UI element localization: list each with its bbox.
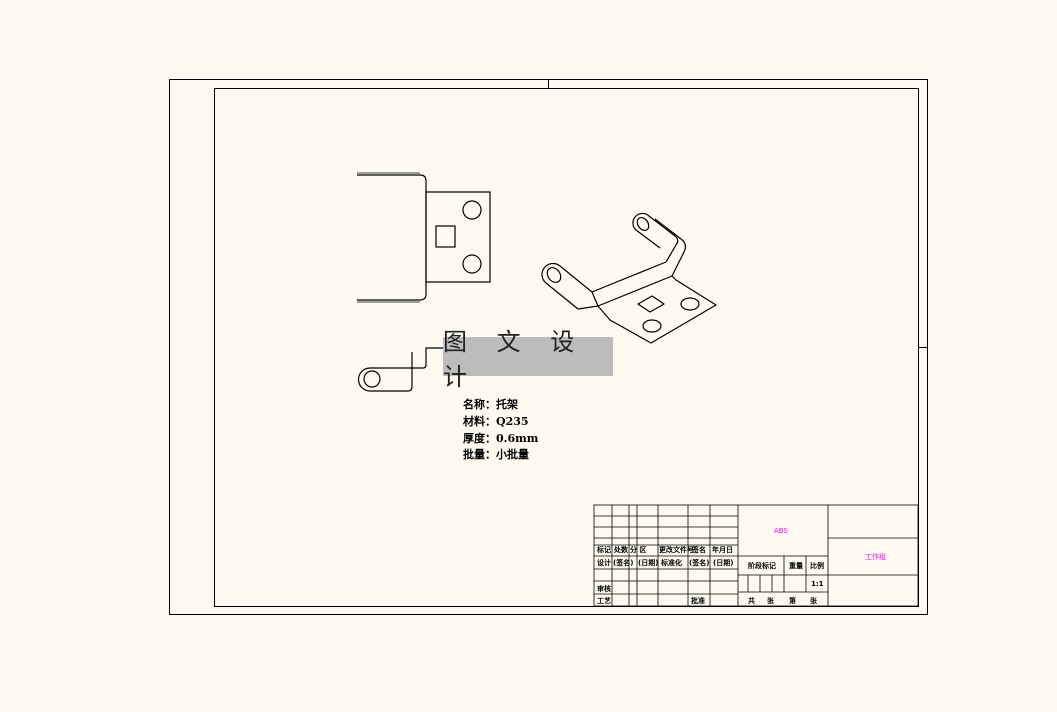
tb-standard-date: (日期): [713, 558, 733, 567]
tb-standard-sign: (签名): [689, 558, 709, 567]
tb-weight: 重量: [789, 561, 803, 570]
note-thickness: 厚度：0.6mm: [463, 431, 539, 445]
tb-header-sign: 签名: [691, 545, 706, 554]
tb-process: 工艺: [597, 596, 611, 605]
tb-design-date: (日期): [638, 558, 658, 567]
tb-header-mark: 标记: [596, 545, 611, 554]
title-block-text: 标记 处数 分 区 更改文件号 签名 年月日 设计 (签名) (日期) 标准化 …: [596, 527, 886, 605]
tb-company: 工作组: [865, 552, 886, 561]
tb-design-sign: (签名): [613, 558, 633, 567]
technical-notes: 名称：托架 材料：Q235 厚度：0.6mm 批量：小批量: [463, 397, 539, 461]
tb-scale-label: 比例: [810, 561, 824, 570]
tb-material: ABS: [774, 527, 788, 535]
tb-standard: 标准化: [660, 558, 682, 567]
tb-header-docno: 更改文件号: [659, 545, 694, 554]
watermark-banner: 图 文 设 计: [443, 328, 613, 391]
tb-sheets-unit1: 张: [767, 596, 775, 605]
tb-header-count: 处数: [613, 545, 629, 554]
isometric-view: [541, 212, 717, 344]
note-material: 材料：Q235: [463, 414, 529, 428]
tb-sheets-total: 共: [748, 596, 755, 605]
top-view: [357, 172, 491, 303]
tb-header-date: 年月日: [712, 545, 733, 554]
note-batch: 批量：小批量: [463, 447, 529, 461]
title-block: [593, 504, 919, 607]
tb-approve: 批准: [691, 596, 705, 605]
note-name: 名称：托架: [463, 397, 518, 411]
tb-design: 设计: [597, 558, 611, 567]
front-view: [357, 347, 456, 392]
tb-stage-mark: 阶段标记: [748, 561, 776, 570]
tb-review: 审核: [597, 584, 611, 593]
tb-scale-value: 1:1: [811, 580, 824, 588]
tb-sheets-unit2: 张: [810, 596, 818, 605]
tb-sheets-no: 第: [789, 596, 796, 605]
tb-header-zone: 分 区: [630, 545, 646, 554]
